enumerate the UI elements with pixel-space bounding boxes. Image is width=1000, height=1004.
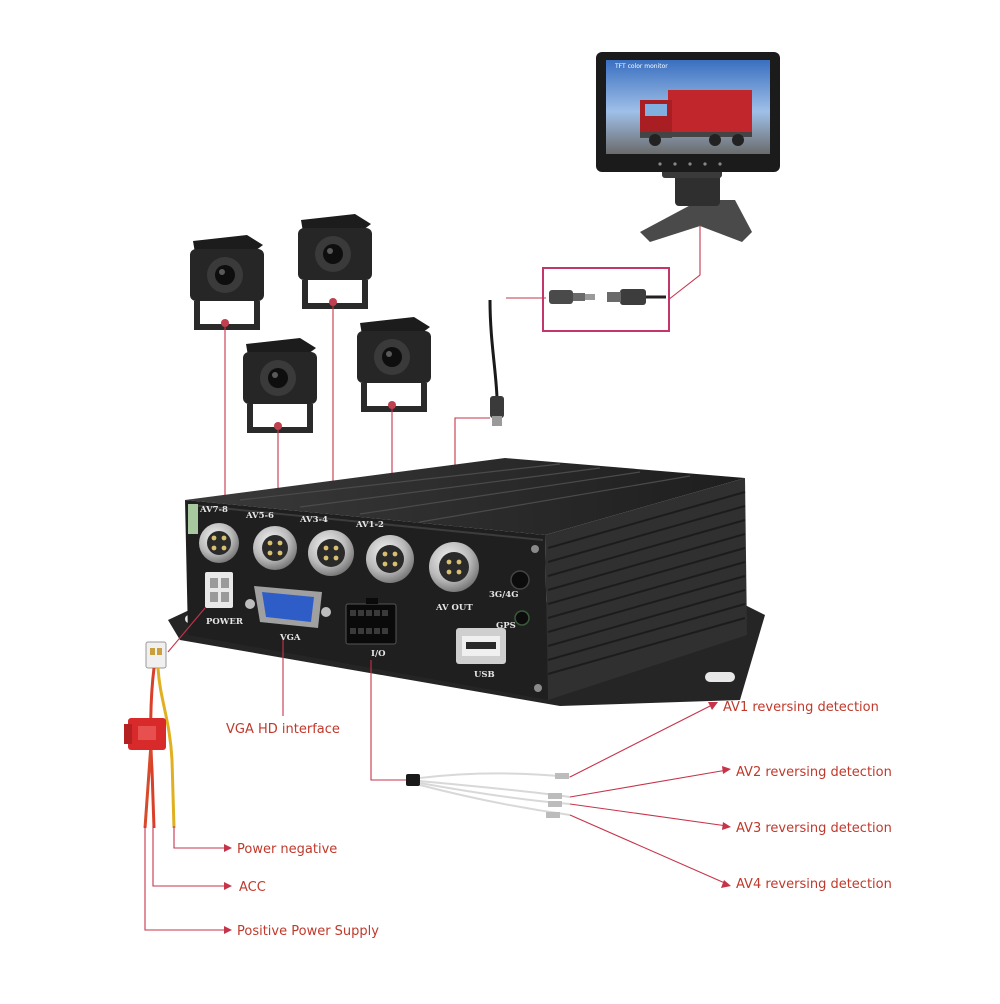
- port-label-vga: VGA: [279, 633, 301, 643]
- antenna-3g4g-port: [510, 570, 530, 590]
- camera-av5-6: [298, 214, 372, 309]
- port-label-av7-8: AV7-8: [199, 505, 228, 515]
- port-label-power: POWER: [206, 617, 244, 627]
- port-label-3g4g: 3G/4G: [489, 590, 518, 600]
- power-harness: [124, 607, 206, 829]
- port-av-out: [429, 542, 479, 592]
- callout-av3-reversing-detection: AV3 reversing detection: [736, 821, 892, 836]
- callout-power-negative: Power negative: [237, 842, 337, 857]
- port-label-av-out: AV OUT: [435, 603, 473, 613]
- port-label-av1-2: AV1-2: [355, 520, 384, 530]
- callout-av2-reversing-detection: AV2 reversing detection: [736, 765, 892, 780]
- port-av3-4: [308, 530, 354, 576]
- callout-vga-hd-interface: VGA HD interface: [226, 722, 340, 737]
- av-extension-connector: [549, 289, 666, 305]
- port-label-av3-4: AV3-4: [299, 515, 328, 525]
- usb-port: [456, 628, 506, 664]
- port-av1-2: [366, 535, 414, 583]
- av-extension-connector-box: [542, 267, 670, 332]
- port-label-io: I/O: [371, 649, 386, 659]
- callout-av1-reversing-detection: AV1 reversing detection: [723, 700, 879, 715]
- port-label-gps: GPS: [496, 621, 516, 631]
- gps-port: [514, 610, 530, 626]
- callout-av4-reversing-detection: AV4 reversing detection: [736, 877, 892, 892]
- callout-acc: ACC: [239, 880, 266, 895]
- camera-av3-4: [243, 338, 317, 433]
- io-connector: [345, 598, 397, 645]
- io-harness: [406, 772, 571, 818]
- port-label-usb: USB: [474, 670, 495, 680]
- callout-positive-power-supply: Positive Power Supply: [237, 924, 379, 939]
- camera-av7-8: [190, 235, 264, 330]
- truck-icon: [640, 90, 752, 146]
- power-connector: [205, 572, 233, 608]
- camera-av1-2: [357, 317, 431, 412]
- port-av5-6: [253, 526, 297, 570]
- av-out-cable: [488, 299, 504, 426]
- vga-port: [245, 586, 331, 628]
- monitor: TFT color monitor: [596, 52, 780, 242]
- fuse-holder: [124, 718, 166, 750]
- port-label-av5-6: AV5-6: [245, 511, 274, 521]
- port-av7-8: [199, 523, 239, 563]
- monitor-screen-caption: TFT color monitor: [614, 63, 668, 70]
